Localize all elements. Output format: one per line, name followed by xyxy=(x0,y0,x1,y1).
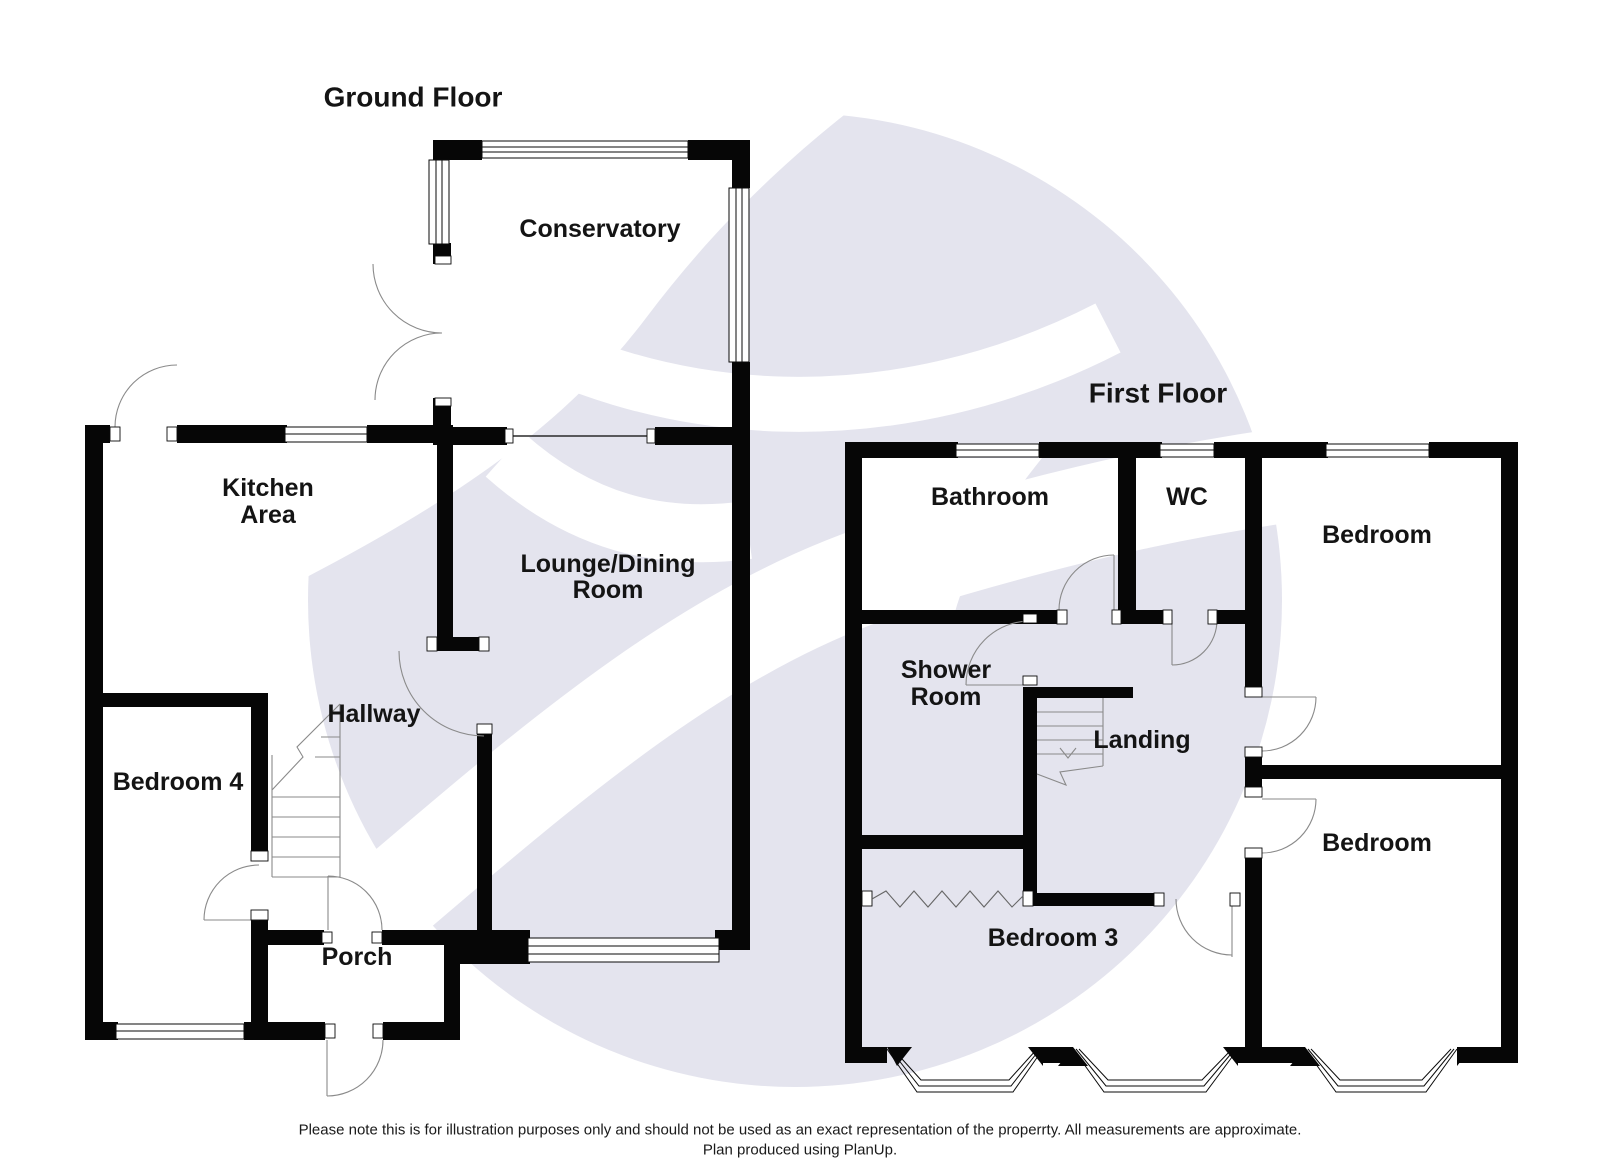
room-label-bedroom-top: Bedroom xyxy=(1322,521,1432,549)
first-floor-door-jambs xyxy=(861,609,1263,907)
wc-door-arc xyxy=(1171,619,1218,666)
conservatory-left-window xyxy=(428,159,450,245)
conservatory-top-window xyxy=(481,140,689,159)
kitchen-window xyxy=(284,426,368,443)
bathroom-window xyxy=(955,443,1040,458)
conservatory-french-door-arc xyxy=(374,332,443,401)
ground-floor-walls xyxy=(85,140,750,1040)
bedroom4-door-arc xyxy=(203,864,260,921)
bedroom-bottom-door-arc xyxy=(1261,798,1317,854)
front-door-arc xyxy=(326,1039,384,1097)
room-label-bathroom: Bathroom xyxy=(931,483,1049,511)
bedroom-top-door-arc xyxy=(1261,696,1317,752)
room-label-wc: WC xyxy=(1166,483,1208,511)
wc-window xyxy=(1159,443,1215,458)
ground-floor-title: Ground Floor xyxy=(324,82,503,113)
first-floor-plan: First Floor Bathroom WC Bedroom Shower R… xyxy=(845,378,1518,1093)
first-floor-doors xyxy=(965,554,1317,957)
room-label-kitchen-line2: Area xyxy=(240,501,297,529)
room-label-porch: Porch xyxy=(322,943,393,971)
room-label-bedroom3: Bedroom 3 xyxy=(988,924,1119,952)
ground-floor-windows xyxy=(115,140,750,1040)
room-label-bedroom4: Bedroom 4 xyxy=(113,768,244,796)
ground-floor-plan: Ground Floor Conservatory Kitchen Area L… xyxy=(85,82,750,1097)
room-label-shower-line2: Room xyxy=(911,683,982,711)
bathroom-door-arc xyxy=(1058,554,1115,611)
room-label-kitchen-line1: Kitchen xyxy=(222,474,314,502)
first-floor-windows xyxy=(955,443,1430,458)
first-floor-stairs xyxy=(1036,698,1104,786)
lounge-door-arc xyxy=(398,650,485,737)
first-floor-walls xyxy=(845,442,1518,1063)
room-label-landing: Landing xyxy=(1093,726,1190,754)
shower-room-door-arc xyxy=(965,620,1031,686)
ground-floor-door-jambs xyxy=(109,255,656,1039)
footer: Please note this is for illustration pur… xyxy=(299,1122,1302,1159)
ground-floor-stairs xyxy=(271,703,341,878)
room-label-shower-line1: Shower xyxy=(901,656,992,684)
bedroom3-zigzag-opening xyxy=(871,890,1024,908)
bedroom4-window xyxy=(115,1023,245,1040)
ground-floor-doors xyxy=(114,263,485,1097)
room-label-conservatory: Conservatory xyxy=(519,215,680,243)
room-label-lounge-line1: Lounge/Dining xyxy=(521,550,696,578)
first-floor-title: First Floor xyxy=(1089,378,1228,409)
footer-disclaimer: Please note this is for illustration pur… xyxy=(299,1122,1302,1139)
bedroom-window xyxy=(1325,443,1430,458)
conservatory-right-window xyxy=(728,187,750,363)
footer-credit: Plan produced using PlanUp. xyxy=(703,1142,897,1159)
room-label-bedroom-bottom: Bedroom xyxy=(1322,829,1432,857)
bay-windows xyxy=(886,1047,1472,1093)
conservatory-french-door-arc xyxy=(372,263,443,334)
room-label-hallway: Hallway xyxy=(327,700,420,728)
lounge-window xyxy=(527,937,720,963)
room-label-lounge-line2: Room xyxy=(573,576,644,604)
kitchen-side-door-arc xyxy=(114,364,178,428)
bedroom3-door-arc xyxy=(1175,898,1233,956)
